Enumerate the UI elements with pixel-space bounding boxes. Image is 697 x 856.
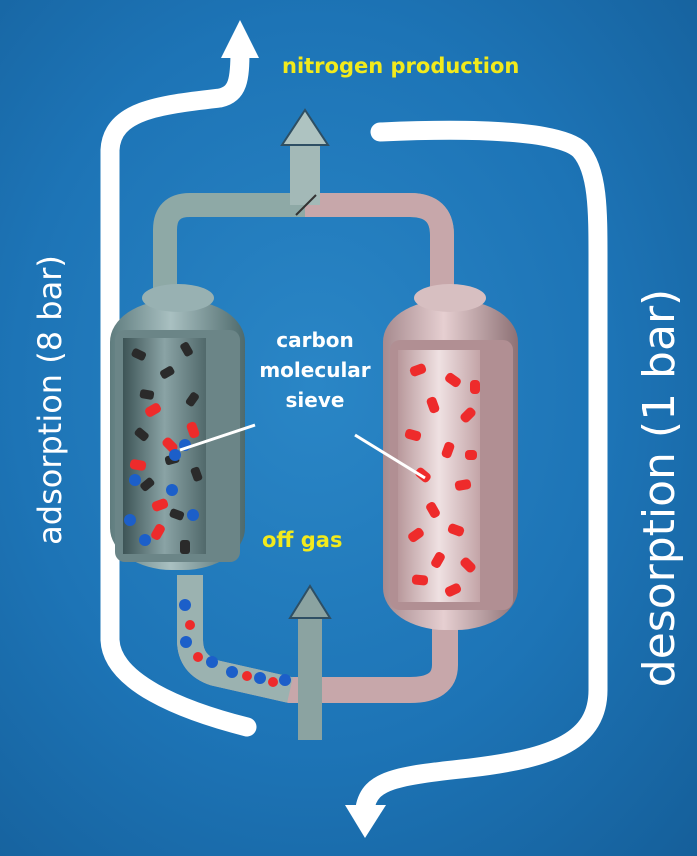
nitrogen-production-label: nitrogen production (282, 54, 520, 78)
off-gas-pipe (298, 615, 322, 740)
sieve-label-line-1: carbon (276, 328, 354, 352)
sieve-pointer-left (179, 423, 256, 452)
nitrogen-outlet-pipe (290, 140, 320, 205)
off-gas-label: off gas (262, 528, 343, 552)
sieve-label-line-2: molecular (259, 358, 371, 382)
top-pipe (153, 193, 454, 300)
sieve-pointer-right (354, 433, 426, 480)
pipe-gas-particles (179, 599, 291, 687)
adsorption-flow-arrow (100, 40, 257, 737)
sieve-label-line-3: sieve (285, 388, 345, 412)
left-adsorber-vessel (110, 284, 245, 570)
up-arrow-icon (221, 20, 259, 58)
right-adsorber-vessel (383, 284, 518, 630)
up-arrow-icon (288, 584, 332, 619)
down-arrow-icon (345, 805, 386, 838)
up-arrow-icon (280, 108, 330, 146)
carbon-molecular-sieve-label: carbon molecular sieve (240, 325, 390, 415)
desorption-label: desorption (1 bar) (634, 288, 685, 688)
desorption-flow-arrow (355, 120, 608, 818)
adsorption-label: adsorption (8 bar) (31, 255, 69, 545)
right-sieve-particles (404, 363, 480, 597)
